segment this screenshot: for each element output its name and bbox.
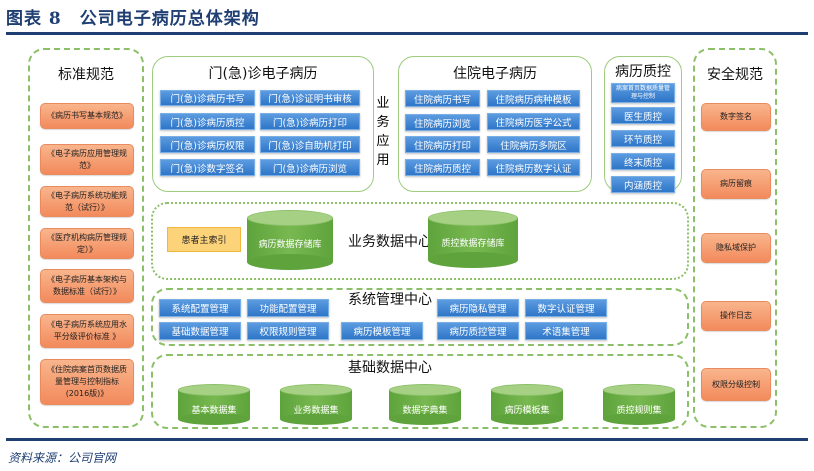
standard-item: 《病历书写基本规范》 [40, 103, 134, 129]
quality-item: 病案首页数据质量管理与控制 [611, 83, 675, 103]
inpatient-item: 住院病历书写 [405, 90, 480, 107]
standard-item: 《电子病历系统功能规范（试行）》 [40, 186, 134, 217]
dataset-cylinder: 业务数据集 [280, 384, 352, 425]
outpatient-item: 门(急)诊病历质控 [160, 113, 255, 130]
mgmt-item: 病历质控管理 [437, 322, 519, 340]
database-label: 质控数据存储库 [441, 239, 505, 249]
database-cylinder: 病历数据存储库 [247, 210, 333, 270]
outpatient-item: 门(急)诊病历权限 [160, 136, 255, 153]
vertical-char: 用 [376, 153, 390, 168]
mgmt-item: 病历模板管理 [341, 322, 423, 340]
outpatient-item: 门(急)诊病历打印 [260, 113, 360, 130]
outpatient-title: 门(急)诊电子病历 [208, 66, 318, 82]
mgmt-item: 系统配置管理 [159, 299, 241, 317]
mgmt-item: 术语集管理 [525, 322, 607, 340]
standard-item: 《电子病历系统应用水平分级评价标准 》 [40, 314, 134, 348]
mgmt-item: 数字认证管理 [525, 299, 607, 317]
dataset-label: 质控规则集 [616, 406, 662, 416]
quality-item: 环节质控 [611, 130, 675, 147]
standards-panel: 标准规范 《病历书写基本规范》 《电子病历应用管理规范》 《电子病历系统功能规范… [28, 48, 144, 428]
dataset-label: 基本数据集 [191, 406, 237, 416]
outpatient-item: 门(急)诊自助机打印 [260, 136, 360, 153]
outpatient-item: 门(急)诊病历浏览 [260, 159, 360, 176]
business-data-center-title: 业务数据中心 [348, 234, 432, 250]
database-cylinder: 质控数据存储库 [428, 210, 518, 268]
security-panel: 安全规范 数字签名 病历留痕 隐私域保护 操作日志 权限分级控制 [693, 48, 777, 428]
mgmt-item: 基础数据管理 [159, 322, 241, 340]
dataset-label: 数据字典集 [402, 406, 448, 416]
inpatient-title: 住院电子病历 [453, 66, 537, 82]
quality-item: 医生质控 [611, 107, 675, 124]
standard-item: 《电子病历应用管理规范》 [40, 144, 134, 175]
dataset-cylinder: 数据字典集 [389, 384, 461, 425]
inpatient-item: 住院病历医学公式 [487, 113, 580, 130]
inpatient-item: 住院病历数字认证 [487, 159, 580, 176]
security-item: 病历留痕 [701, 169, 771, 199]
inpatient-item: 住院病历质控 [405, 159, 480, 176]
quality-item: 内涵质控 [611, 176, 675, 193]
dataset-label: 业务数据集 [293, 406, 339, 416]
database-label: 病历数据存储库 [258, 240, 322, 250]
mgmt-item: 权限规则管理 [247, 322, 329, 340]
dataset-cylinder: 病历模板集 [491, 384, 563, 425]
top-rule [6, 32, 808, 35]
outpatient-item: 门(急)诊数字签名 [160, 159, 255, 176]
security-title: 安全规范 [707, 67, 763, 83]
security-item: 权限分级控制 [701, 368, 771, 401]
source-note: 资料来源：公司官网 [8, 451, 117, 465]
quality-item: 终末质控 [611, 153, 675, 170]
mgmt-item: 功能配置管理 [247, 299, 329, 317]
business-application-label: 业 务 应 用 [375, 94, 391, 170]
base-data-center-title: 基础数据中心 [348, 360, 432, 376]
inpatient-item: 住院病历打印 [405, 136, 480, 153]
security-item: 隐私域保护 [701, 233, 771, 263]
quality-panel: 病历质控 [604, 56, 682, 192]
patient-master-index: 患者主索引 [167, 227, 241, 252]
vertical-char: 务 [376, 115, 390, 130]
bottom-rule [6, 438, 808, 441]
outpatient-item: 门(急)诊病历书写 [160, 90, 255, 106]
mgmt-item: 病历隐私管理 [437, 299, 519, 317]
outpatient-item: 门(急)诊证明书审核 [260, 90, 360, 106]
dataset-cylinder: 质控规则集 [603, 384, 675, 425]
vertical-char: 应 [376, 134, 390, 149]
dataset-cylinder: 基本数据集 [178, 384, 250, 425]
standards-title: 标准规范 [58, 67, 114, 83]
standard-item: 《医疗机构病历管理规定）》 [40, 228, 134, 259]
system-mgmt-center-title: 系统管理中心 [348, 292, 432, 308]
dataset-label: 病历模板集 [504, 406, 550, 416]
figure-title: 图表 8 公司电子病历总体架构 [6, 9, 260, 29]
inpatient-item: 住院病历多院区 [487, 136, 580, 153]
inpatient-item: 住院病历浏览 [405, 114, 480, 131]
security-item: 数字签名 [701, 103, 771, 131]
security-item: 操作日志 [701, 301, 771, 331]
vertical-char: 业 [376, 96, 390, 111]
inpatient-item: 住院病历病种模板 [487, 90, 580, 107]
quality-title: 病历质控 [615, 64, 671, 80]
standard-item: 《电子病历基本架构与数据标准（试行）》 [40, 269, 134, 303]
standard-item: 《住院病案首页数据质量管理与控制指标(2016版)》 [40, 359, 134, 405]
